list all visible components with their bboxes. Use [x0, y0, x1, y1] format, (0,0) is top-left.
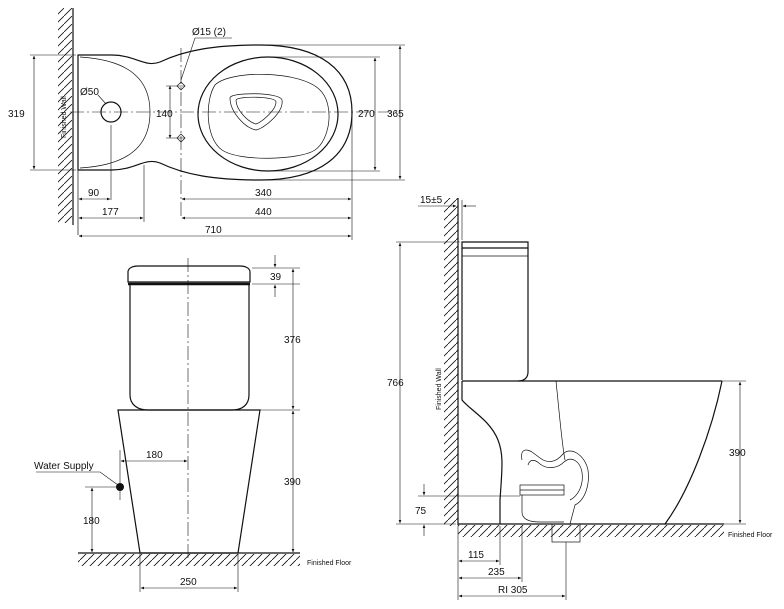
dim-340: 340 — [255, 188, 272, 199]
dim-hole-diameter: Ø15 (2) — [192, 27, 226, 38]
dim-270: 270 — [358, 109, 375, 120]
side-tank-lid — [461, 241, 529, 249]
side-trap-outer — [521, 449, 589, 525]
front-tank-body — [129, 285, 250, 411]
dim-39: 39 — [270, 272, 282, 283]
dim-440: 440 — [255, 207, 272, 218]
side-floor-label: Finished Floor — [728, 532, 773, 539]
dim-75: 75 — [415, 506, 427, 517]
side-wall-label: Finished Wall — [436, 368, 443, 410]
dim-15-5: 15±5 — [420, 195, 443, 206]
dim-177: 177 — [102, 207, 119, 218]
dim-140: 140 — [156, 109, 173, 120]
front-floor-hatch — [78, 554, 300, 566]
side-trap-inner — [527, 458, 583, 501]
top-seat — [197, 56, 339, 172]
front-tank-lid — [127, 265, 251, 283]
side-view: 15±5 766 390 75 115 235 RI 305 Finished … — [387, 195, 773, 600]
dim-115: 115 — [468, 550, 484, 561]
front-view: 39 376 390 180 180 250 Water Supply Fini… — [34, 255, 352, 592]
side-wall-hatch — [444, 198, 458, 526]
dim-ri-305: RI 305 — [498, 585, 528, 596]
dim-710: 710 — [205, 225, 222, 236]
water-supply-label: Water Supply — [34, 461, 94, 472]
dim-250: 250 — [180, 577, 197, 588]
dim-390-side: 390 — [729, 448, 746, 459]
dim-376: 376 — [284, 335, 301, 346]
front-bowl-base — [117, 409, 261, 554]
dim-180-horizontal: 180 — [146, 450, 163, 461]
dim-319: 319 — [8, 109, 25, 120]
top-view: Ø15 (2) Ø50 319 140 270 365 90 177 340 4… — [8, 8, 405, 240]
top-wall-label: Finished Wall — [61, 96, 68, 138]
dim-90: 90 — [88, 188, 100, 199]
side-bowl-front — [664, 380, 723, 525]
side-floor-hatch — [458, 525, 724, 537]
side-bowl-back — [461, 381, 503, 524]
front-floor-label: Finished Floor — [307, 560, 352, 567]
dim-outlet-diameter: Ø50 — [80, 87, 99, 98]
dim-235: 235 — [488, 567, 505, 578]
dim-180-vertical: 180 — [83, 516, 100, 527]
dim-365: 365 — [387, 109, 404, 120]
dim-766: 766 — [387, 378, 404, 389]
side-tank-body — [461, 248, 529, 382]
dim-390-front: 390 — [284, 477, 301, 488]
top-wall-hatch — [58, 8, 72, 223]
bolt-hole-top — [176, 81, 186, 91]
